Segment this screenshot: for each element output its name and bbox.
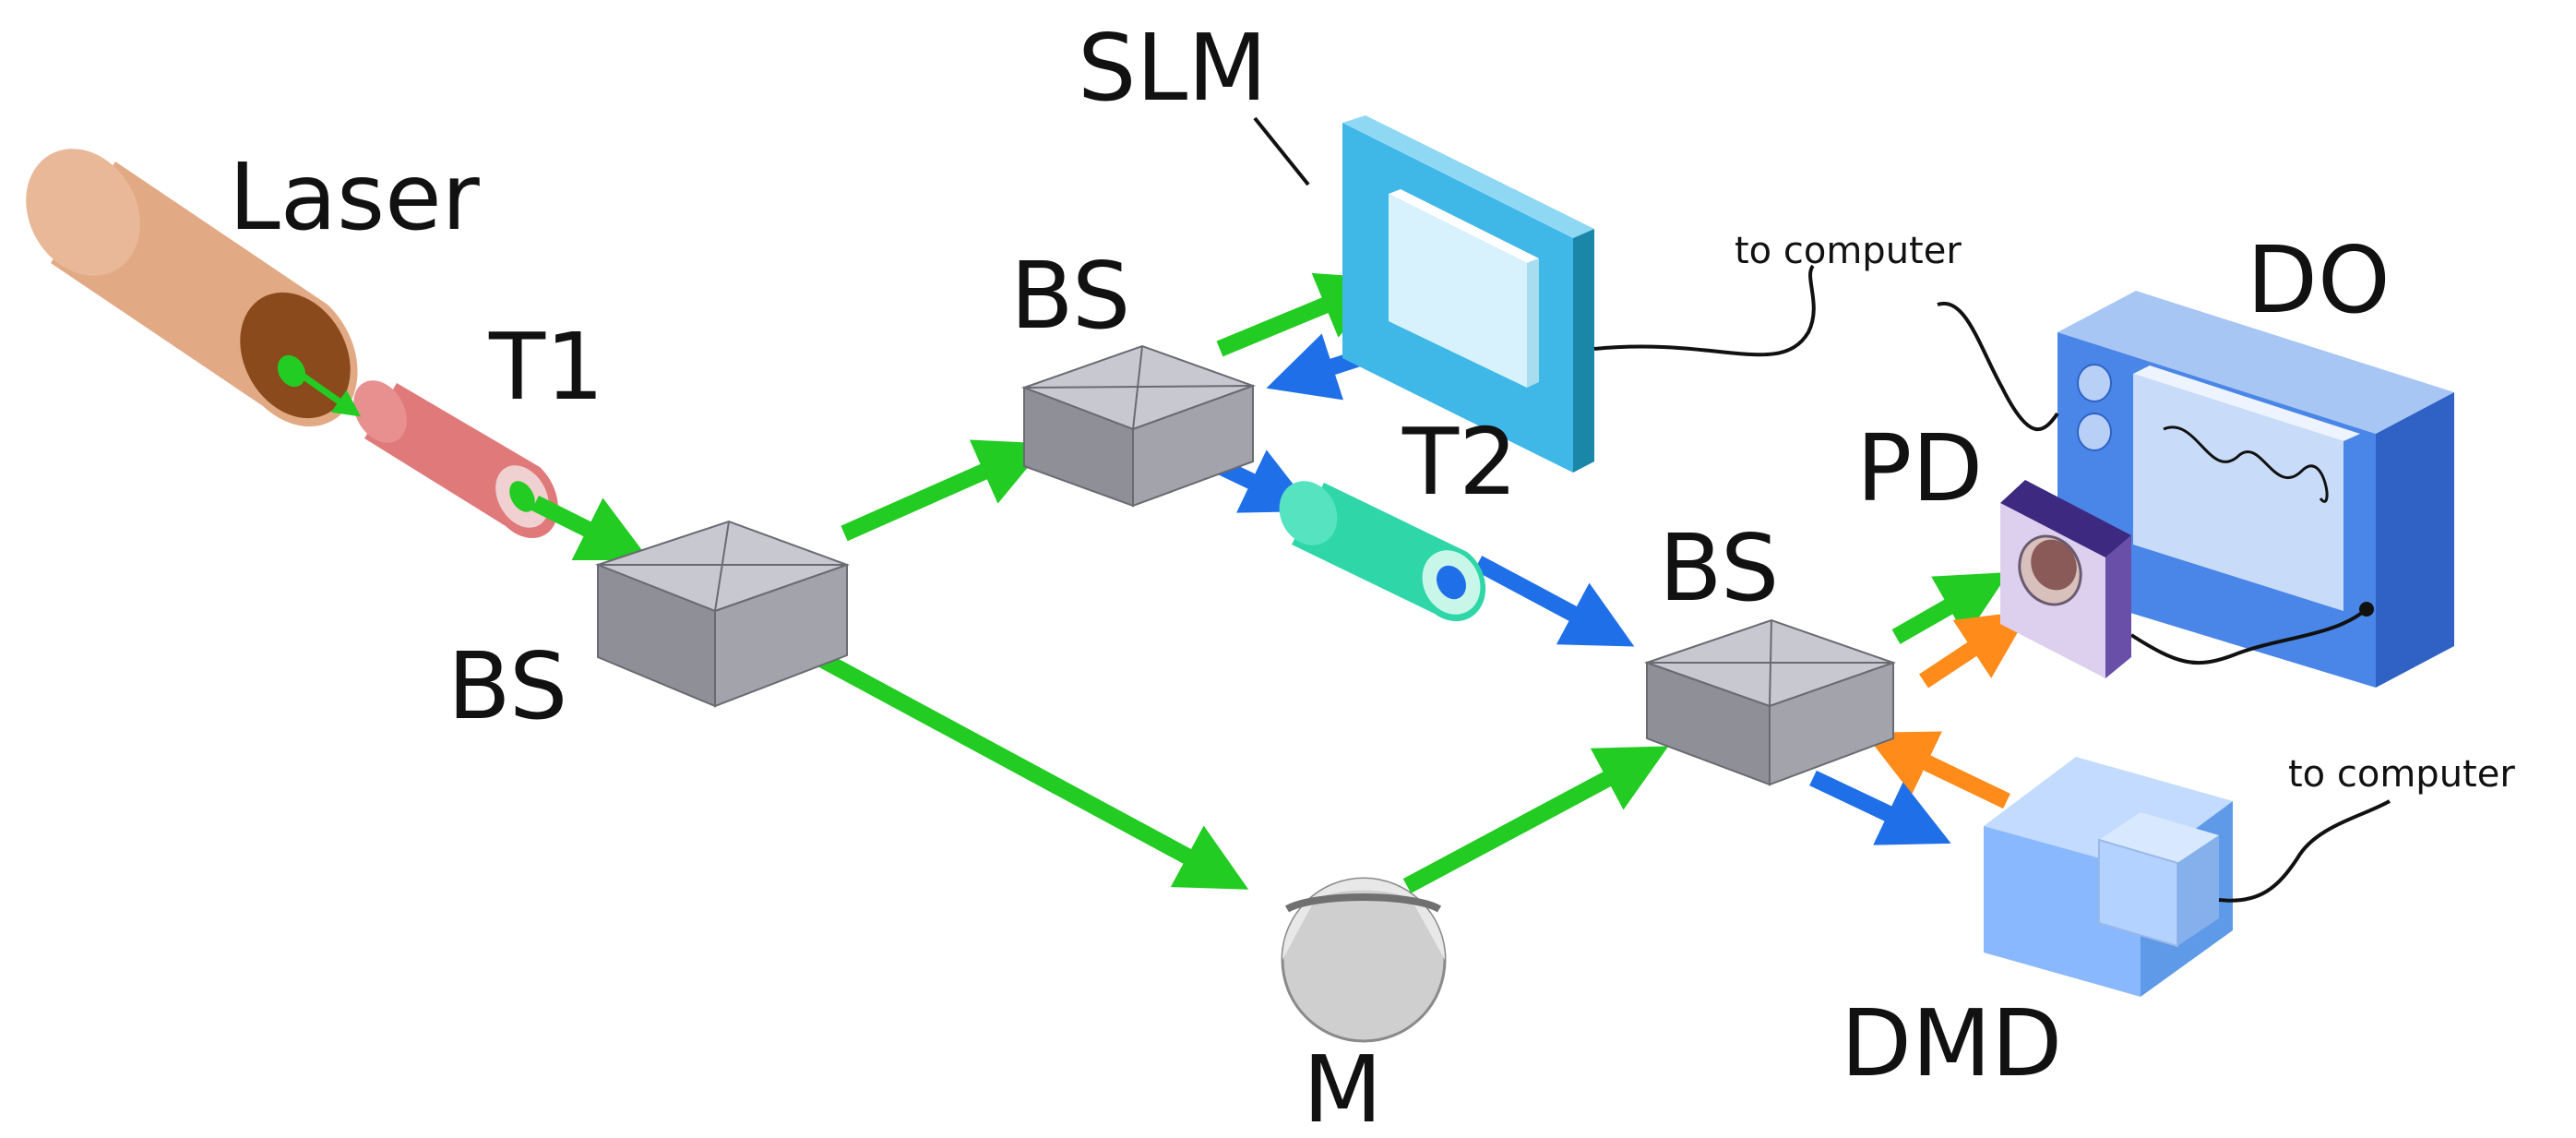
mirror <box>1281 877 1447 1043</box>
digital-oscilloscope <box>1937 291 2454 688</box>
slm-leader-line <box>1253 116 1310 186</box>
beam-dmd-to-pd <box>1919 610 2031 689</box>
do-cable-to-pd <box>2129 607 2368 665</box>
labels: Laser T1 BS BS SLM T2 BS M PD DO DMD to … <box>229 14 2515 1138</box>
dmd <box>1984 757 2391 997</box>
beam-bs-to-mirror <box>784 634 1249 890</box>
slm-cable <box>1593 264 1816 357</box>
label-t1: T1 <box>488 313 604 421</box>
label-to-computer-slm: to computer <box>1735 230 1962 272</box>
label-bs-top: BS <box>1010 242 1130 350</box>
label-t2: T2 <box>1401 408 1518 516</box>
beam-dmd-to-bs-out <box>1864 731 2010 809</box>
slm <box>1253 115 1816 473</box>
label-do: DO <box>2247 226 2391 334</box>
beam-t2-to-bs-out <box>1473 556 1635 647</box>
label-pd: PD <box>1856 414 1983 522</box>
beam-mirror-to-bs-out <box>1402 746 1669 893</box>
label-slm: SLM <box>1078 14 1267 122</box>
do-cable-to-computer <box>1937 301 2059 432</box>
dmd-cable <box>2218 799 2391 903</box>
label-laser: Laser <box>229 143 481 251</box>
beam-splitter-top <box>1021 344 1256 508</box>
beam-t1-to-bs <box>531 495 650 561</box>
beam-bs-out-to-pd <box>1891 571 2010 644</box>
label-dmd: DMD <box>1841 989 2062 1097</box>
label-to-computer-dmd: to computer <box>2288 753 2515 796</box>
beam-bs-to-bs-top <box>841 439 1048 542</box>
oscilloscope-trace <box>2163 425 2329 503</box>
label-bs-input: BS <box>447 632 567 740</box>
beam-splitter-output <box>1643 618 1897 786</box>
beam-splitter-input <box>595 520 850 708</box>
label-mirror: M <box>1303 1036 1382 1133</box>
beam-bs-out-to-dmd <box>1809 770 1951 845</box>
beam-laser-to-t1 <box>297 371 362 417</box>
label-bs-output: BS <box>1659 514 1779 622</box>
telescope-t2 <box>1279 481 1486 622</box>
beam-bs-top-to-slm <box>1216 272 1389 357</box>
photodiode <box>2000 480 2131 678</box>
